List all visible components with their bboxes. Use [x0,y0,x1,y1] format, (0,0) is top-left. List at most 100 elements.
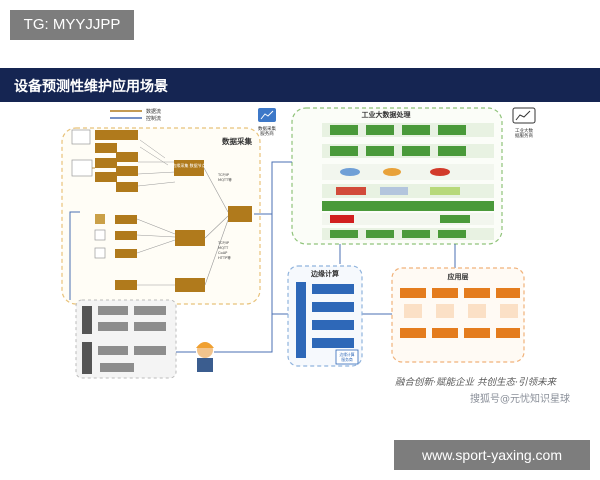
collect-node [95,143,117,153]
collect-node [116,166,138,176]
app-icon [500,304,518,318]
logo-icon [430,187,460,195]
industrial-bigdata-title: 工业大数据处理 [362,110,411,119]
bigdata-cell [438,146,466,156]
bigdata-cell [366,146,394,156]
app-node [464,288,490,298]
mongo-logo [440,215,470,223]
maintenance-node [134,346,166,355]
app-icon [404,304,422,318]
collect-node [116,182,138,192]
maintenance-region [75,299,177,379]
protocols-label-1b: MQTT等 [218,177,232,182]
maintenance-node [134,306,166,315]
table-icon [94,247,106,259]
document-icon [95,214,105,224]
bigdata-cell [438,230,466,238]
maintenance-node [98,322,128,331]
edge-collection-node-a [174,160,204,176]
data-collection-service-label: 数据采集 [258,125,276,132]
flow-line [136,239,176,254]
slogan-text: 融合创新·赋能企业 共创生态·引领未来 [395,377,557,388]
protocols-label-1: TCP/IP [217,173,230,177]
bigdata-cell [402,146,430,156]
collect-node [95,130,117,140]
flow-line [137,181,176,187]
maintenance-node [98,346,128,355]
app-node [432,328,458,338]
chart-icon-line [260,110,274,120]
edge-service-label-2: 服务商 [341,357,353,362]
flow-line [203,167,229,213]
edge-collection-node-c [175,278,205,292]
app-node [400,288,426,298]
flow-arrow [254,161,292,215]
edge-node [312,302,354,312]
flow-line [137,171,176,175]
app-node [496,288,520,298]
monitor-icon-line [515,110,531,121]
protocols-label-2d: HTTP等 [218,255,231,260]
banner: 设备预测性维护应用场景 [0,68,600,102]
bigdata-service-label: 工业大数 [515,127,533,134]
collect-node [95,172,117,182]
flow-line [136,218,176,235]
app-icon [468,304,486,318]
monitor-icon [512,107,536,124]
gear-icon [94,229,106,241]
bigdata-cell [402,125,430,135]
banner-title: 设备预测性维护应用场景 [14,79,168,95]
logo-icon [336,187,366,195]
collect-node [115,215,137,224]
bigdata-service-label-2: 据服务商 [515,132,533,139]
maintenance-label-bar [82,306,92,334]
flow-line [136,234,176,238]
logo-icon [340,168,360,176]
bigdata-bar [322,201,494,211]
app-node [432,288,458,298]
oracle-logo [330,215,354,223]
logo-icon [383,168,401,176]
device-controller [71,159,93,177]
flow-line [204,215,229,239]
edge-service-badge [335,349,359,365]
bigdata-cell [330,230,358,238]
edge-collection-node-a-label: 边缘采集 数据节点 [172,162,205,168]
app-node [464,328,490,338]
collect-node [116,152,138,162]
device-icon [71,129,91,145]
watermark-text: 搜狐号@元忧知识星球 [470,394,570,405]
collect-node [116,130,138,140]
flow-arrow [271,214,288,315]
data-collection-service-label-2: 服务商 [260,130,274,137]
bigdata-cell [330,146,358,156]
collect-node [115,249,137,258]
bigdata-cell [366,125,394,135]
application-title: 应用层 [448,272,469,281]
flow-arrow [69,211,80,300]
protocols-label-2: TCP/IP [217,241,230,245]
flow-line [139,146,169,166]
maintenance-label-bar [82,342,92,374]
bigdata-cell [330,125,358,135]
worker-body-icon [197,358,213,372]
flow-arrow [214,314,273,353]
diagram-canvas: 数据采集 数据流 控制流 边缘采集 数据节点 [0,102,600,392]
protocols-label-2c: CoAP [218,251,228,255]
logo-icon [430,168,450,176]
edge-node [312,338,354,348]
bottom-url-label: www.sport-yaxing.com [394,440,590,470]
collect-node [115,280,137,290]
app-node [400,328,426,338]
logo-icon [380,187,408,195]
bigdata-cell [438,125,466,135]
edge-node [312,284,354,294]
maintenance-node [98,306,128,315]
collect-node [115,231,137,240]
edge-node [312,320,354,330]
diagram-svg: 数据采集 数据流 控制流 边缘采集 数据节点 [61,107,536,379]
edge-collection-node-b [175,230,205,246]
bigdata-cell [402,230,430,238]
maintenance-node [134,322,166,331]
maintenance-node [100,363,134,372]
